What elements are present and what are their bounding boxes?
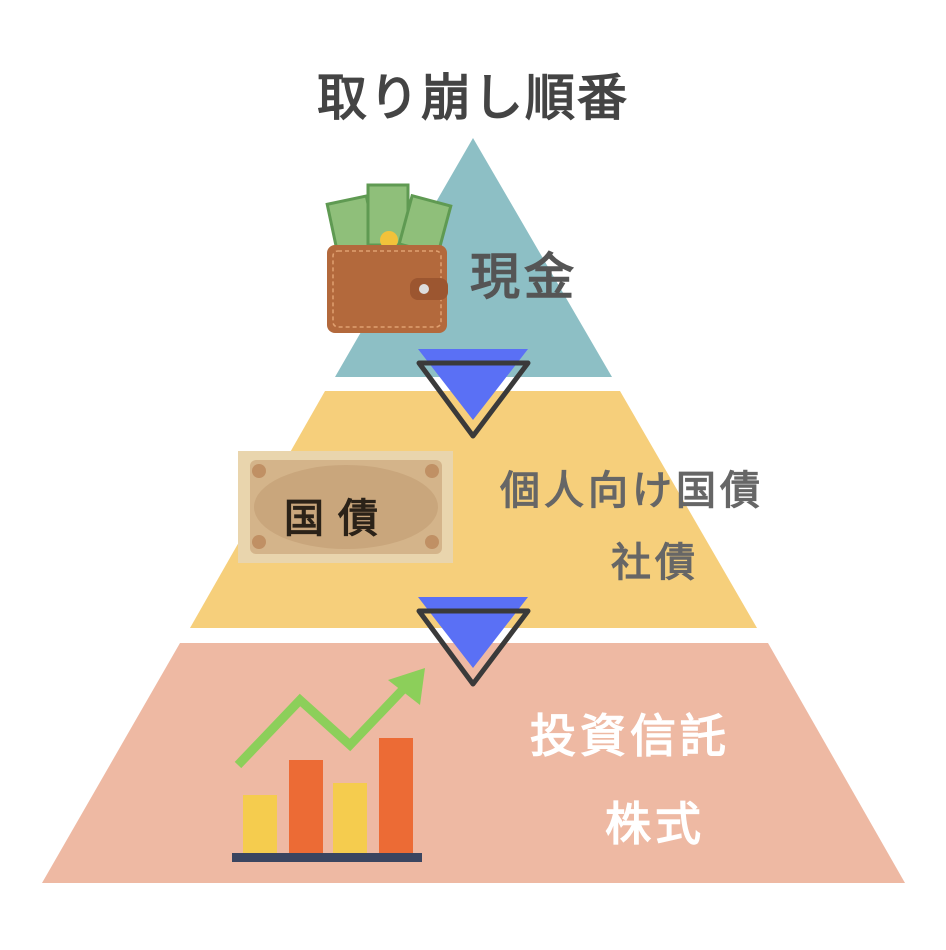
tier-stocks-label-line1: 投資信託 (530, 709, 730, 763)
wallet-with-cash-icon (325, 183, 453, 333)
tier-bonds-label-line1: 個人向け国債 (500, 468, 764, 514)
tier-bonds (190, 391, 757, 628)
government-bond-icon (238, 451, 453, 563)
page-title: 取り崩し順番 (317, 69, 629, 127)
bond-icon-text: 国債 (284, 496, 392, 542)
tier-stocks-label-line2: 株式 (605, 797, 705, 851)
down-arrow-icon (416, 597, 531, 687)
rising-bar-chart-icon (232, 668, 425, 862)
tier-cash-label: 現金 (470, 248, 578, 306)
tier-bonds-label-line2: 社債 (611, 540, 699, 586)
down-arrow-icon (416, 349, 531, 439)
